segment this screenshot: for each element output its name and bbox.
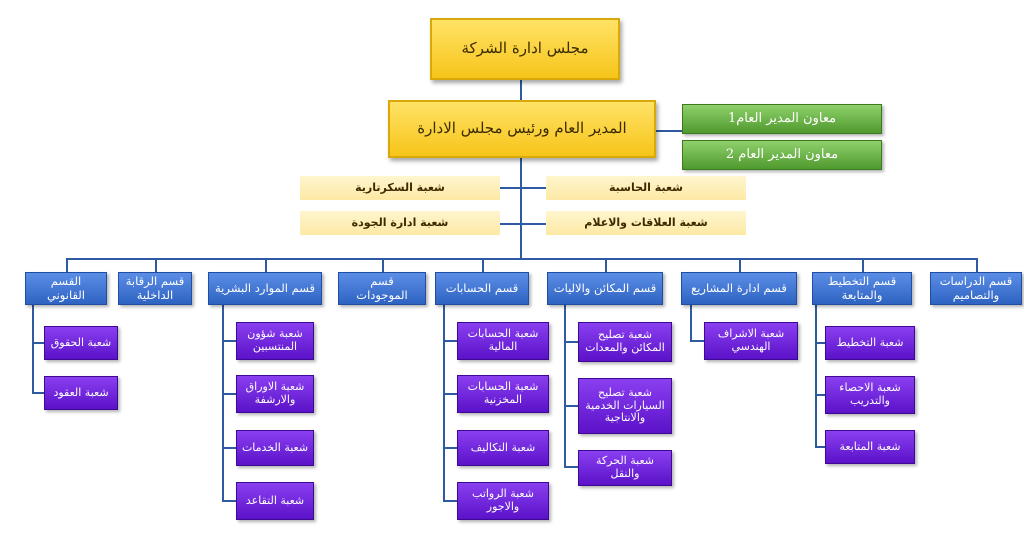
section-movement-transport: شعبة الحركة والنقل xyxy=(578,450,672,486)
section-salaries-wages: شعبة الرواتب والاجور xyxy=(457,482,549,520)
section-statistics-training: شعبة الاحصاء والتدريب xyxy=(825,376,915,414)
connector-units-row1 xyxy=(500,187,546,189)
unit-relations: شعبة العلاقات والاعلام xyxy=(546,211,746,235)
section-retirement: شعبة التقاعد xyxy=(236,482,314,520)
section-vehicle-repair: شعبة تصليح السيارات الخدمية والانتاجية xyxy=(578,378,672,434)
drop-dept-hr xyxy=(265,258,267,272)
section-rights: شعبة الحقوق xyxy=(44,326,118,360)
assistant-1-box: معاون المدير العام1 xyxy=(682,104,882,134)
tick-accounts-1 xyxy=(443,340,457,342)
drop-dept-planning xyxy=(862,258,864,272)
dept-planning: قسم التخطيط والمتابعة xyxy=(812,272,912,305)
assistant-2-box: معاون المدير العام 2 xyxy=(682,140,882,170)
section-follow-up: شعبة المتابعة xyxy=(825,430,915,464)
unit-secretariat: شعبة السكرتارية xyxy=(300,176,500,200)
spine-hr xyxy=(222,305,224,501)
tick-accounts-4 xyxy=(443,500,457,502)
tick-hr-2 xyxy=(222,393,236,395)
general-manager-box: المدير العام ورئيس مجلس الادارة xyxy=(388,100,656,158)
tick-planning-1 xyxy=(815,342,825,344)
drop-dept-accounts xyxy=(482,258,484,272)
dept-accounts: قسم الحسابات xyxy=(435,272,529,305)
dept-internal-audit: قسم الرقابة الداخلية xyxy=(118,272,192,305)
dept-projects: قسم ادارة المشاريع xyxy=(681,272,797,305)
section-engineering-supervision: شعبة الاشراف الهندسي xyxy=(704,322,798,360)
tick-legal-1 xyxy=(32,342,44,344)
drop-dept-projects xyxy=(739,258,741,272)
spine-accounts xyxy=(443,305,445,501)
tick-machines-2 xyxy=(564,405,578,407)
drop-dept-studies xyxy=(976,258,978,272)
tick-machines-3 xyxy=(564,466,578,468)
spine-projects xyxy=(690,305,692,341)
tick-hr-1 xyxy=(222,340,236,342)
dept-legal: القسم القانوني xyxy=(25,272,107,305)
dept-human-resources: قسم الموارد البشرية xyxy=(208,272,322,305)
dept-machines: قسم المكائن والاليات xyxy=(547,272,663,305)
dept-studies: قسم الدراسات والتصاميم xyxy=(930,272,1022,305)
tick-accounts-2 xyxy=(443,393,457,395)
section-costs: شعبة التكاليف xyxy=(457,430,549,466)
tick-projects-1 xyxy=(690,340,704,342)
drop-dept-audit xyxy=(155,258,157,272)
tick-accounts-3 xyxy=(443,447,457,449)
board-box: مجلس ادارة الشركة xyxy=(430,18,620,80)
connector-departments-bus xyxy=(66,258,978,260)
unit-quality: شعبة ادارة الجودة xyxy=(300,211,500,235)
section-store-accounts: شعبة الحسابات المخزنية xyxy=(457,375,549,413)
section-financial-accounts: شعبة الحسابات المالية xyxy=(457,322,549,360)
tick-hr-3 xyxy=(222,447,236,449)
section-services: شعبة الخدمات xyxy=(236,430,314,466)
drop-dept-assets xyxy=(382,258,384,272)
section-papers-archive: شعبة الاوراق والارشفة xyxy=(236,375,314,413)
tick-machines-1 xyxy=(564,341,578,343)
tick-legal-2 xyxy=(32,392,44,394)
connector-units-row2 xyxy=(500,223,546,225)
spine-legal xyxy=(32,305,34,393)
tick-planning-3 xyxy=(815,446,825,448)
drop-dept-legal xyxy=(66,258,68,272)
spine-machines xyxy=(564,305,566,467)
spine-planning xyxy=(815,305,817,447)
section-contracts: شعبة العقود xyxy=(44,376,118,410)
drop-dept-machines xyxy=(605,258,607,272)
tick-hr-4 xyxy=(222,500,236,502)
connector-board-gm xyxy=(520,80,522,100)
tick-planning-2 xyxy=(815,394,825,396)
dept-assets: قسم الموجودات xyxy=(338,272,426,305)
unit-computer: شعبة الحاسبة xyxy=(546,176,746,200)
section-machine-repair: شعبة تصليح المكائن والمعدات xyxy=(578,322,672,362)
connector-assistants xyxy=(656,130,682,132)
section-planning: شعبة التخطيط xyxy=(825,326,915,360)
section-staff-affairs: شعبة شؤون المنتسبين xyxy=(236,322,314,360)
connector-trunk xyxy=(520,158,522,258)
